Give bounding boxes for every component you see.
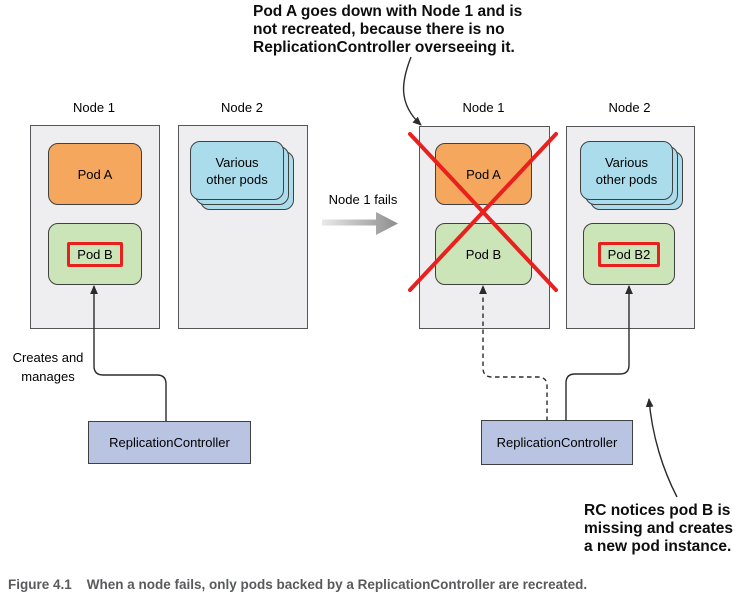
pod-b2-highlight-box: Pod B2 [597,241,661,267]
node1-before-title: Node 1 [73,100,115,115]
caption-text: When a node fails, only pods backed by a… [86,577,588,592]
annotation-arrow-to-rc [645,398,678,498]
annotation-line-3: ReplicationController overseeing it. [253,39,515,56]
rc-after-box: ReplicationController [481,420,633,465]
pod-b-highlight-box: Pod B [67,241,123,267]
annotation-pod-a-lost: Pod A goes down with Node 1 and is not r… [253,3,522,57]
pod-a-before: Pod A [48,143,142,205]
annotation-line-2: not recreated, because there is no [253,21,505,38]
figure-number: Figure 4.1 [8,577,72,592]
node2-after-title: Node 2 [608,100,651,115]
node2-before-title: Node 2 [221,100,263,115]
pod-b-before: Pod B [48,223,142,285]
pod-a-after: Pod A [435,143,532,205]
annotation-line-2: missing and creates [584,520,734,537]
stack-layer-front: Various other pods [580,141,673,200]
annotation-line-1: Pod A goes down with Node 1 and is [253,3,523,20]
rc-before-box: ReplicationController [88,421,251,464]
node1-after-title: Node 1 [462,100,505,115]
figure-caption: Figure 4.1 When a node fails, only pods b… [8,577,587,592]
node1-fails-label: Node 1 fails [328,192,398,207]
annotation-line-1: RC notices pod B is [584,502,731,519]
node-fails-arrow [322,212,398,235]
pod-b2: Pod B2 [583,223,675,285]
stack-layer-front: Various other pods [190,141,284,200]
pod-b-after: Pod B [435,223,532,285]
annotation-rc-recreates: RC notices pod B is missing and creates … [584,502,733,556]
creates-manages-label: Creates and manages [12,350,84,384]
annotation-line-3: a new pod instance. [584,538,732,555]
